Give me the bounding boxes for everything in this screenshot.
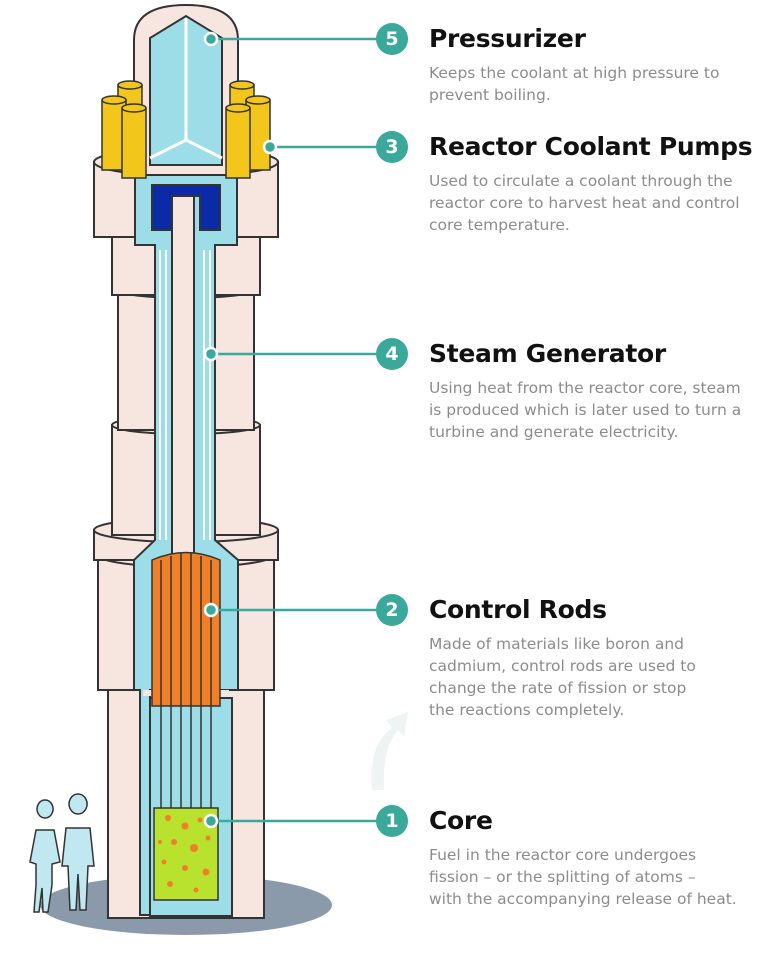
badge-steam-generator: 4 [376,338,408,370]
badge-pressurizer: 5 [376,23,408,55]
badge-pumps: 3 [376,131,408,163]
control-rods [151,551,221,812]
label-title: Core [429,806,493,835]
vessel-head [151,184,221,557]
leader-lines [203,31,380,829]
label-title: Reactor Coolant Pumps [429,132,753,161]
label-steam-generator: Steam Generator Using heat from the reac… [429,339,764,443]
pressurizer-tank [133,3,239,176]
label-description: Made of materials like boron and cadmium… [429,635,696,719]
label-description: Fuel in the reactor core undergoes fissi… [429,846,737,908]
label-title: Control Rods [429,595,607,624]
label-pressurizer: Pressurizer Keeps the coolant at high pr… [429,24,764,106]
label-description: Using heat from the reactor core, steam … [429,379,742,441]
label-description: Used to circulate a coolant through the … [429,172,740,234]
label-title: Pressurizer [429,24,586,53]
label-pumps: Reactor Coolant Pumps Used to circulate … [429,132,764,236]
label-description: Keeps the coolant at high pressure to pr… [429,64,720,104]
label-core: Core Fuel in the reactor core undergoes … [429,806,764,910]
label-title: Steam Generator [429,339,666,368]
badge-core: 1 [376,805,408,837]
label-control-rods: Control Rods Made of materials like boro… [429,595,764,721]
background-arrow-icon [371,712,408,790]
coolant-pumps [101,80,271,179]
people-silhouette-icon [29,793,95,913]
badge-control-rods: 2 [376,594,408,626]
